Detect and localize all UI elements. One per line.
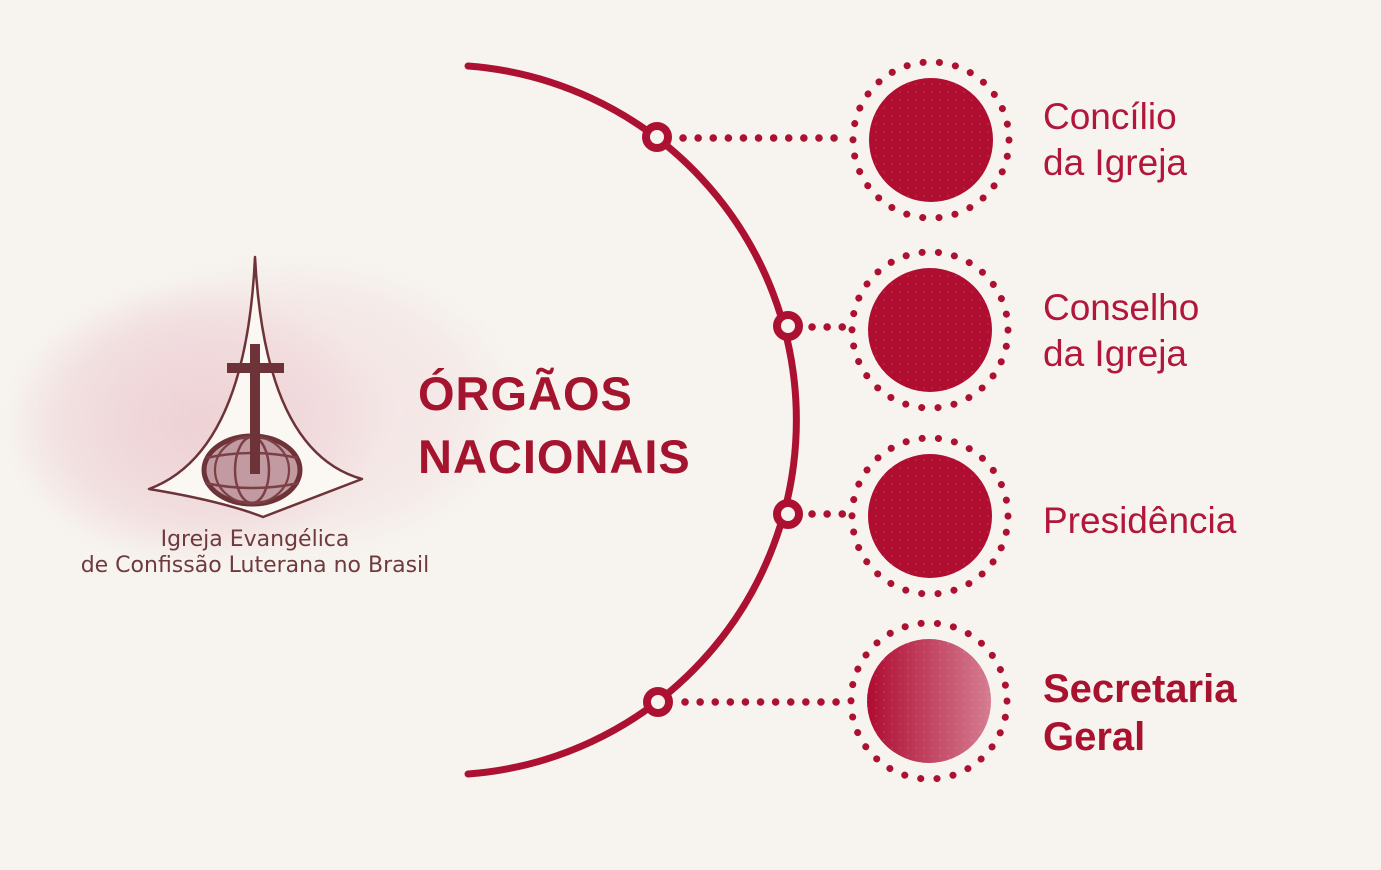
item-circle-secretaria [847,619,1011,783]
item-circle-conselho [848,248,1012,412]
arc-node-icon [773,311,803,341]
item-dotted-ring [847,619,1011,783]
item-label-presidencia: Presidência [1043,500,1237,542]
cross-icon [227,344,284,474]
logo-caption: Igreja Evangélica de Confissão Luterana … [80,527,430,579]
item-circle-texture [869,78,993,202]
item-dotted-ring [849,58,1013,222]
item-circles [847,58,1013,783]
church-logo-icon [147,255,364,519]
item-circle-texture [868,268,992,392]
item-label-secretaria-geral: Secretaria Geral [1043,667,1237,759]
connector-arc [464,62,800,778]
item-circle-texture [868,454,992,578]
item-dotted-ring [848,248,1012,412]
item-circle-concilio [849,58,1013,222]
arc-nodes [642,122,803,717]
arc-node-icon [643,687,673,717]
page-title: ÓRGÃOS NACIONAIS [418,367,691,483]
item-label-conselho-da-igreja: Conselho da Igreja [1043,287,1200,374]
arc-node-icon [642,122,672,152]
item-circle-texture [867,639,991,763]
arc-node-icon [773,499,803,529]
item-dotted-ring [848,434,1012,598]
item-label-concilio-da-igreja: Concílio da Igreja [1043,96,1187,183]
item-circle-presidencia [848,434,1012,598]
leader-lines [679,134,848,706]
